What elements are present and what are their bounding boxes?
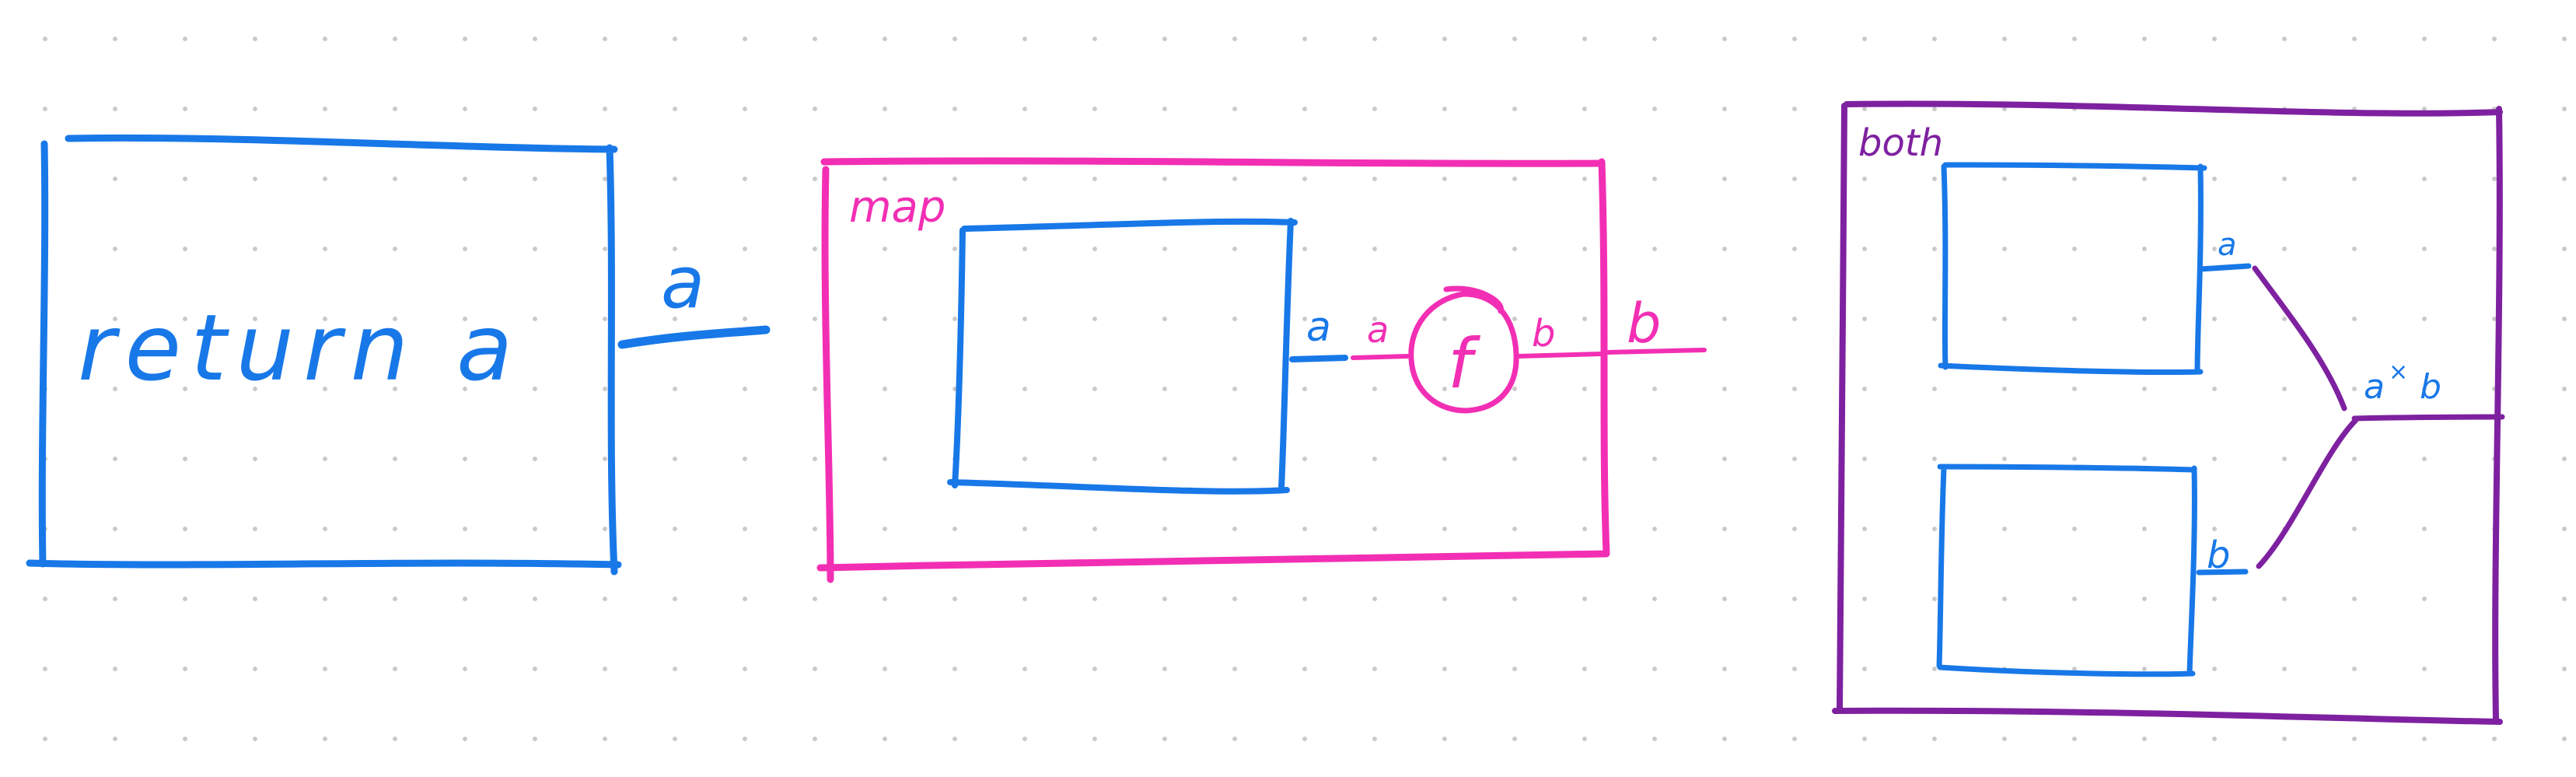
both-combined-label-b: b bbox=[2420, 367, 2441, 407]
map-inner-output-label: a bbox=[1306, 304, 1331, 351]
map-box: map a a f b b bbox=[816, 157, 1707, 583]
map-f-node-circle bbox=[1408, 285, 1519, 414]
map-f-output-wire bbox=[1515, 352, 1604, 359]
return-box: return a a bbox=[26, 134, 771, 576]
map-box-output-wire bbox=[1606, 348, 1707, 355]
both-top-inner-box bbox=[1938, 162, 2207, 376]
map-box-frame bbox=[816, 157, 1610, 583]
both-bottom-inner-box bbox=[1936, 464, 2197, 677]
map-f-node-label: f bbox=[1448, 324, 1481, 404]
map-box-title: map bbox=[849, 182, 945, 233]
both-combined-label-a: a bbox=[2364, 367, 2385, 407]
both-box-frame bbox=[1832, 100, 2503, 725]
return-box-output-wire bbox=[617, 325, 771, 349]
return-box-frame bbox=[26, 134, 622, 576]
both-box-title: both bbox=[1858, 121, 1943, 165]
return-box-text: return a bbox=[78, 294, 522, 401]
both-combined-times: × bbox=[2389, 359, 2408, 386]
map-inner-output-wire bbox=[1289, 355, 1348, 362]
both-bottom-output-label: b bbox=[2207, 534, 2230, 577]
both-merge-wires bbox=[2252, 265, 2505, 569]
both-combined-label: a × b bbox=[2364, 359, 2441, 407]
both-top-output-wire bbox=[2197, 263, 2252, 272]
both-box: both a b a × b bbox=[1832, 100, 2505, 725]
map-box-output-label: b bbox=[1627, 292, 1661, 355]
map-f-output-label: b bbox=[1532, 312, 1555, 355]
both-top-output-label: a bbox=[2218, 227, 2237, 263]
map-inner-box bbox=[947, 218, 1298, 495]
map-f-input-wire bbox=[1351, 354, 1410, 360]
return-box-output-label: a bbox=[661, 241, 704, 324]
map-f-input-label: a bbox=[1367, 309, 1389, 351]
